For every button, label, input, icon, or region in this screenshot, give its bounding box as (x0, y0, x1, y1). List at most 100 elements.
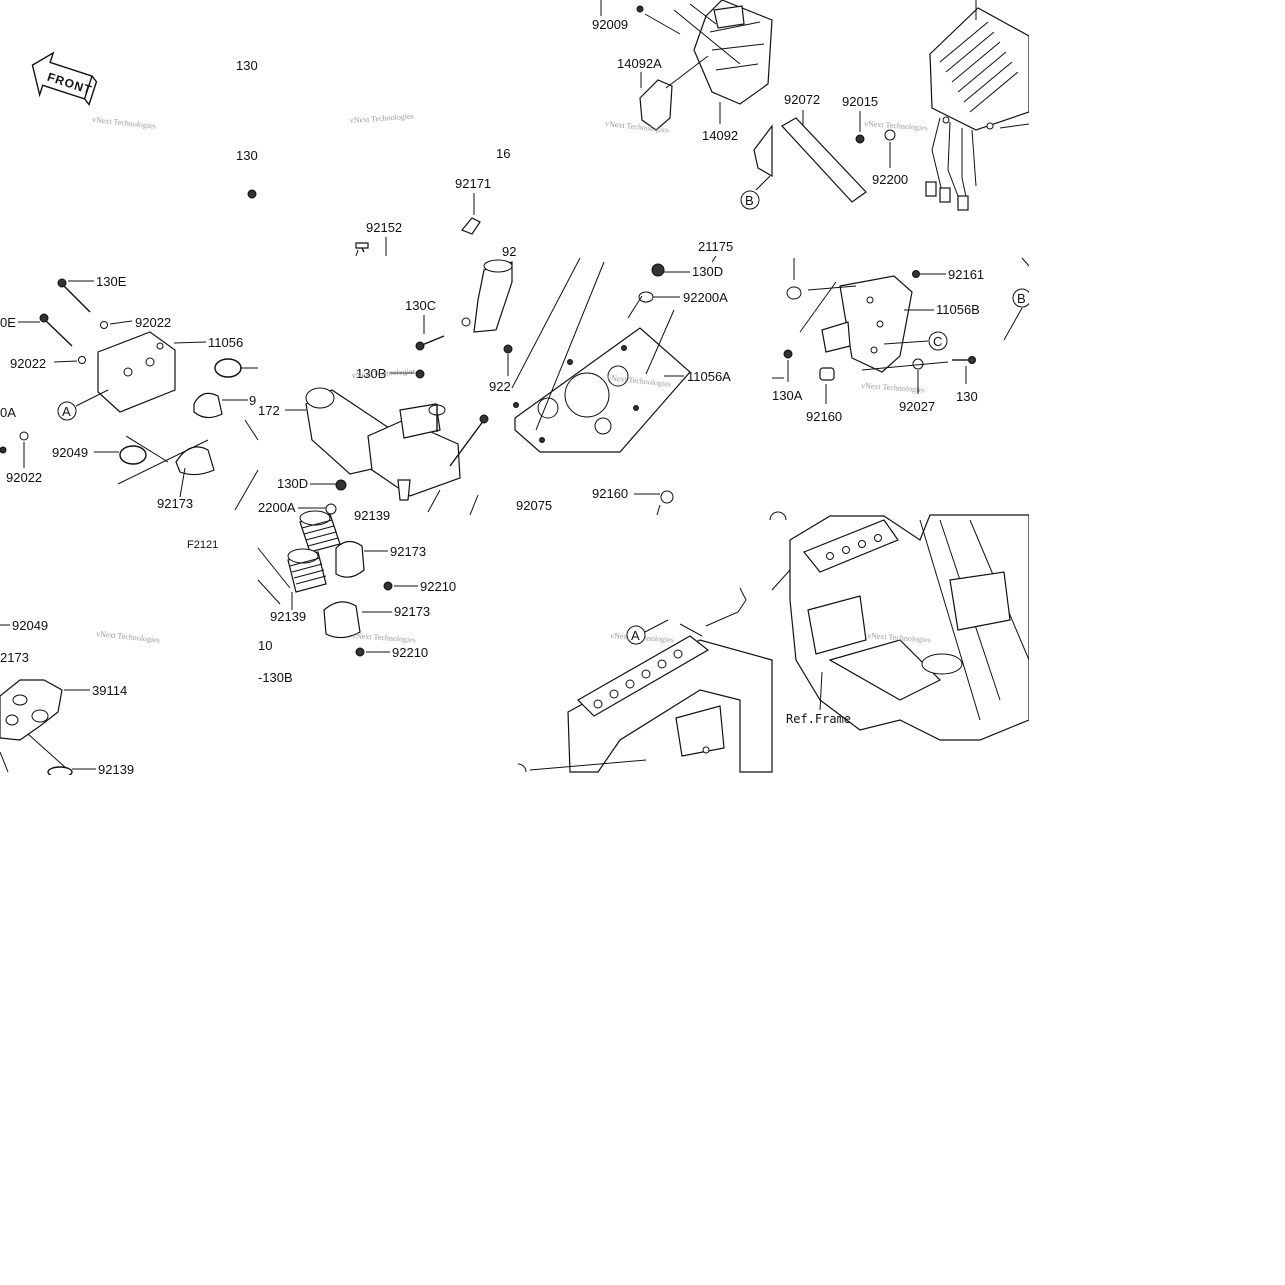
part-label: 9 (249, 393, 256, 408)
part-label: -130B (258, 670, 293, 685)
washer-icon (19, 431, 29, 441)
bolt-icon (355, 242, 369, 253)
washer-icon (78, 356, 86, 364)
part-label: 92139 (270, 609, 306, 624)
o-ring-icon (119, 445, 147, 465)
watermark: vNext Technologies (867, 631, 931, 644)
part-label: 92075 (516, 498, 552, 513)
front-arrow-icon: FRONT (31, 51, 98, 106)
part-label: 10 (258, 638, 272, 653)
bolt-icon (247, 189, 257, 199)
part-label: 92022 (135, 315, 171, 330)
clamp-icon (193, 392, 223, 419)
part-label: 92152 (366, 220, 402, 235)
part-label: 130D (692, 264, 723, 279)
part-label: 92160 (806, 409, 842, 424)
part-label: 92 (502, 244, 516, 259)
bolt-icon (335, 479, 347, 491)
part-label: 92049 (12, 618, 48, 633)
part-label: 11056A (687, 369, 731, 384)
callout-letter: A (62, 404, 71, 419)
part-label: 92015 (842, 94, 878, 109)
grommet-icon (884, 129, 896, 141)
bracket-icon (0, 679, 63, 741)
watermark: vNext Technologies (861, 381, 925, 394)
part-label: 92072 (784, 92, 820, 107)
nut-icon (855, 134, 865, 144)
tile-bottom-center-right: vNext Technologies A (517, 587, 773, 773)
part-label: 92210 (420, 579, 456, 594)
part-label: 11056B (936, 302, 980, 317)
strap-icon (781, 117, 867, 203)
part-label: 92139 (354, 508, 390, 523)
part-label: 130 (956, 389, 978, 404)
callout-letter: A (631, 628, 640, 643)
callout-circle (57, 401, 77, 421)
controller-unit-icon (925, 7, 1030, 211)
washer-icon (325, 503, 337, 515)
clamp-icon (175, 446, 215, 476)
spacer-icon (819, 367, 835, 381)
part-label-clipped: 0A (0, 405, 16, 420)
nut-icon (660, 490, 674, 504)
part-label-center: F2121 (187, 539, 218, 551)
part-label: 92210 (392, 645, 428, 660)
blank-margin-right (1029, 0, 1285, 1285)
nut-icon (461, 317, 471, 327)
bolt-icon (415, 369, 425, 379)
part-label: 172 (258, 403, 280, 418)
part-label: 11056 (208, 335, 243, 350)
part-label: 92173 (157, 496, 193, 511)
bolt-icon (449, 414, 489, 467)
tile-top-left: FRONT vNext Technologies 130 130 130E 0E… (0, 51, 259, 511)
part-label: 2173 (0, 650, 29, 665)
tile-bottom-center-left: 92139 92173 92210 92173 92210 vNext Tech… (257, 510, 456, 685)
bracket-icon (821, 275, 913, 373)
watermark: vNext Technologies (352, 367, 416, 380)
part-label: 92173 (394, 604, 430, 619)
mounting-plate-icon (513, 327, 691, 453)
part-label: 92200A (683, 290, 728, 305)
watermark: vNext Technologies (352, 631, 416, 644)
callout-letter: B (1017, 291, 1026, 306)
panel-edge-icon (753, 124, 773, 178)
part-label: 92027 (899, 399, 935, 414)
clamp-icon (323, 601, 361, 639)
tube-icon (473, 259, 513, 333)
frame-section-icon (789, 514, 1030, 741)
latch-icon (639, 79, 673, 131)
callout-letter: B (745, 193, 754, 208)
motor-icon (305, 387, 461, 501)
part-label: 92139 (98, 762, 134, 777)
part-label: 21175 (698, 239, 733, 254)
part-label: 92160 (592, 486, 628, 501)
bracket-icon (97, 331, 176, 413)
part-label: 14092A (617, 56, 662, 71)
nut-icon (355, 647, 365, 657)
bolt-icon (415, 335, 445, 351)
part-label: 2200A (258, 500, 296, 515)
part-label: 130 (236, 148, 258, 163)
tile-bottom-right: vNext Technologies Ref.Frame (769, 511, 1030, 741)
screw-icon (636, 5, 644, 13)
part-label: 130D (277, 476, 308, 491)
callout-circle (740, 190, 760, 210)
part-label: 92200 (872, 172, 908, 187)
part-label: 130B (356, 366, 386, 381)
tile-bottom-left: F2121 92049 vNext Technologies 2173 3911… (0, 539, 218, 778)
callout-circle (626, 625, 646, 645)
tile-top-center-right: 92009 14092A vNext Technologies 14092 B … (489, 0, 773, 516)
clip-icon (461, 217, 481, 235)
part-label: 92022 (10, 356, 46, 371)
bolt-icon (57, 278, 91, 313)
blank-margin-bottom (0, 775, 1029, 1285)
bellows-icon (287, 548, 327, 593)
bolt-icon (783, 349, 793, 359)
watermark: vNext Technologies (96, 629, 161, 645)
o-ring-icon (214, 358, 242, 378)
cover-icon (693, 0, 773, 105)
part-label: 14092 (702, 128, 738, 143)
watermark: vNext Technologies (864, 119, 928, 132)
part-label: 130A (772, 388, 803, 403)
